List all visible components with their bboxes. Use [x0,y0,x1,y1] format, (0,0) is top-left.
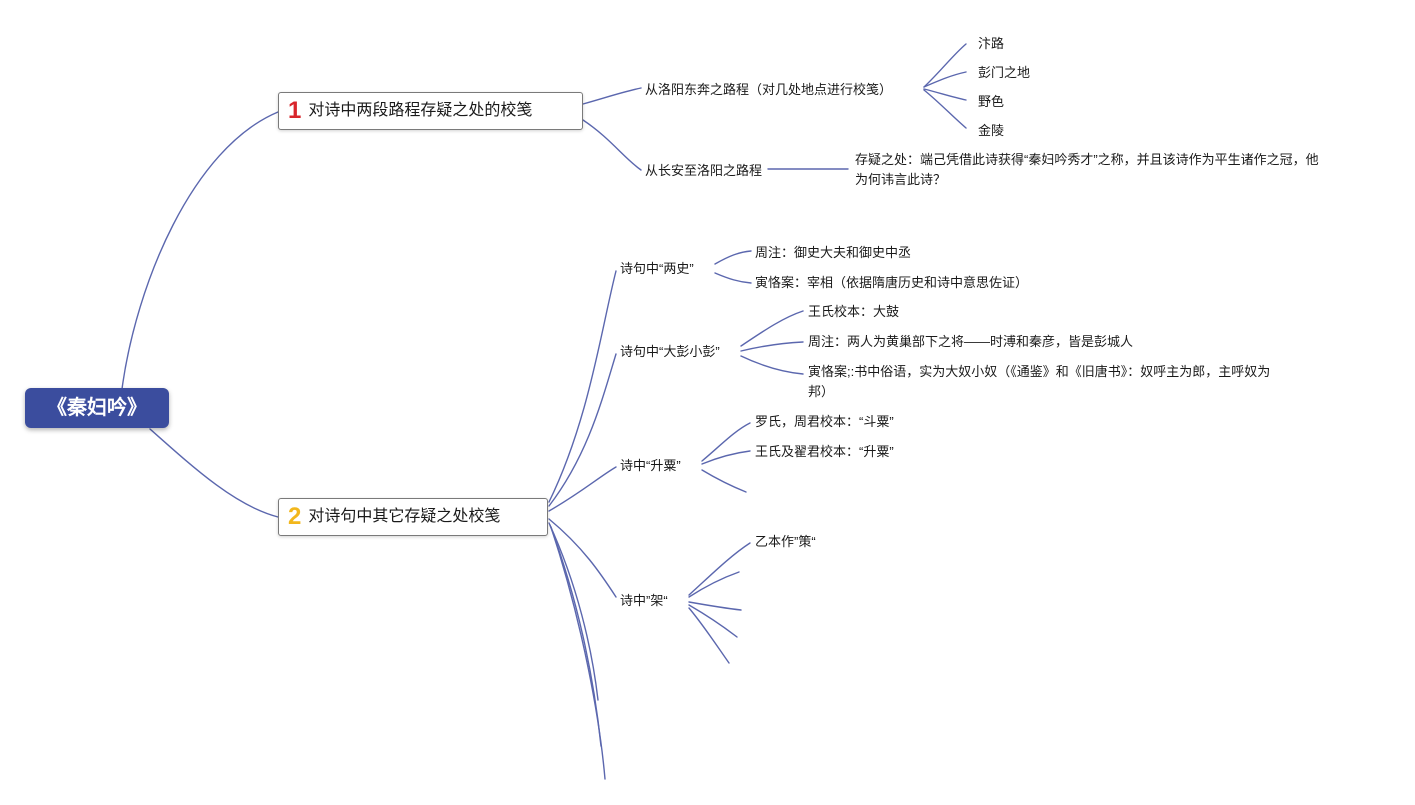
connector [740,310,804,347]
leaf-doubt-point[interactable]: 存疑之处：端己凭借此诗获得“秦妇吟秀才”之称，并且该诗作为平生诸作之冠，他为何讳… [855,152,1319,187]
leaf-luoshi-dousu[interactable]: 罗氏，周君校本：“斗粟” [755,414,894,429]
leaf-wangshi-dagu[interactable]: 王氏校本：大鼓 [808,304,900,319]
branch-1-node[interactable]: 1 对诗中两段路程存疑之处的校笺 [278,92,583,130]
leaf-jinling[interactable]: 金陵 [978,123,1005,138]
connector [701,450,751,465]
leaf-zhouzhu-huangchao[interactable]: 周注：两人为黄巢部下之将——时溥和秦彦，皆是彭城人 [808,334,1134,349]
connector [548,466,617,512]
branch-1-number: 1 [288,97,302,124]
leaf-yiben-ce[interactable]: 乙本作”策“ [755,534,816,549]
branch-2-label: 对诗句中其它存疑之处校笺 [308,508,501,525]
connector [582,87,642,105]
connector [688,604,738,638]
node-jia[interactable]: 诗中”架“ [620,593,668,608]
connector [548,522,599,701]
connector [688,601,742,611]
connector [121,111,279,390]
connector [714,272,752,284]
branch-1-label: 对诗中两段路程存疑之处的校笺 [308,102,533,119]
leaf-wangshi-shengsu[interactable]: 王氏及翟君校本：“升粟” [755,444,894,459]
node-route-east-luoyang[interactable]: 从洛阳东奔之路程（对几处地点进行校笺） [645,82,893,97]
connector [688,542,751,596]
connector [701,422,751,462]
leaf-pengmen[interactable]: 彭门之地 [978,65,1031,80]
leaf-bianlu[interactable]: 汴路 [978,36,1005,51]
leaf-yinke-suyu[interactable]: 寅恪案;:书中俗语，实为大奴小奴（《通鉴》和《旧唐书》：奴呼主为郎，主呼奴为邦） [808,364,1271,399]
connector [740,355,804,375]
branch-2-node[interactable]: 2 对诗句中其它存疑之处校笺 [278,498,548,536]
connector [701,469,747,493]
connector [548,518,617,598]
node-dapeng-xiaopeng[interactable]: 诗句中“大彭小彭” [620,344,720,359]
connector [923,43,967,88]
connector [740,341,804,352]
connector [923,89,967,129]
connector [149,428,279,518]
node-route-changan-luoyang[interactable]: 从长安至洛阳之路程 [645,163,763,178]
branch-2-number: 2 [288,503,302,530]
connector [549,524,602,747]
connector [548,353,617,507]
connector [582,119,642,171]
leaf-yinke-zaixiang[interactable]: 寅恪案：宰相（依据隋唐历史和诗中意思佐证） [755,275,1029,290]
connector [548,270,617,503]
connector [688,607,730,664]
node-shengsu[interactable]: 诗中“升粟” [620,458,681,473]
connector [714,250,752,265]
connector [923,88,967,101]
leaf-yese[interactable]: 野色 [978,94,1005,109]
root-node[interactable]: 《秦妇吟》 [25,388,169,428]
leaf-zhouzhu-yushi[interactable]: 周注：御史大夫和御史中丞 [755,245,912,260]
connector [688,571,740,598]
node-liangshi[interactable]: 诗句中“两史” [620,261,694,276]
connector [923,71,967,88]
connector [550,526,606,780]
connector-group [121,43,967,780]
